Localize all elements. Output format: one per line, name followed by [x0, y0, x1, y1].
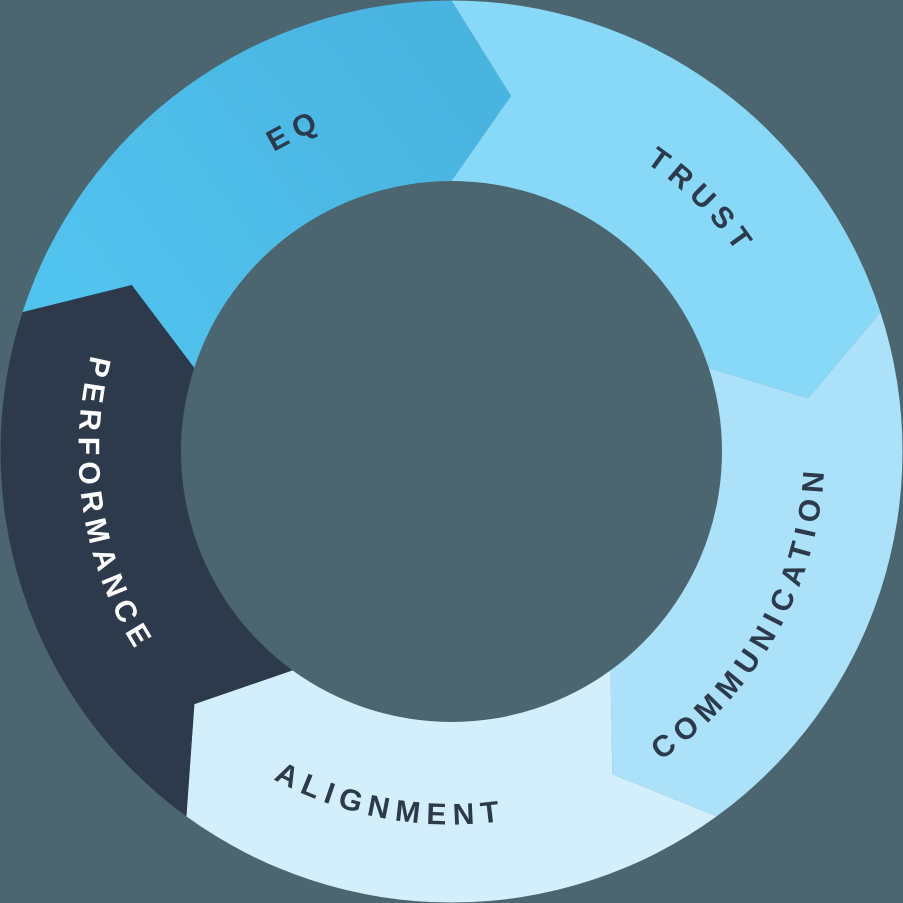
segment-trust [451, 0, 881, 399]
segment-alignment [186, 670, 717, 903]
segment-communication [610, 312, 903, 817]
segment-eq [22, 0, 511, 368]
segment-performance [0, 285, 293, 817]
